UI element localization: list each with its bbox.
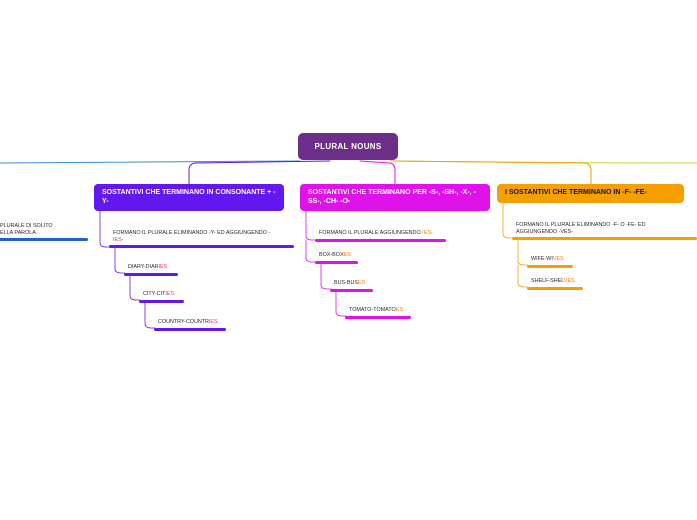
connector-b3-ex2 [517,264,529,288]
branch1-example-city-base: CITY-CIT [143,291,166,297]
branch2-rule-suffix: -ES- [422,230,433,236]
branch2-example-box-suffix: ES [343,252,351,258]
branch-s-sh-x-ss-ch-o[interactable]: SOSTANTIVI CHE TERMINANO PER -S-, -SH-, … [300,184,490,211]
branch2-example-box[interactable]: BOX-BOXES [315,252,358,264]
branch2-example-bus-underline [330,288,373,292]
connector-b2-ex2 [320,262,332,290]
branch3-rule-line2: AGGIUNGENDO -VES- [516,228,573,235]
connector-b3-rule [502,202,514,239]
branch3-example-shelf-suffix: VES [563,278,575,284]
branch-f-fe[interactable]: I SOSTANTIVI CHE TERMINANO IN -F- -FE- [497,184,684,203]
branch2-rule-text: FORMANO IL PLURALE AGGIUNGENDO [319,230,423,236]
branch1-example-diary-underline [124,272,178,276]
branch1-example-country-base: COUNTRY-COUNTR [158,319,209,325]
branch1-example-diary-base: DIARY-DIAR [128,264,159,270]
branch1-example-city-underline [139,299,184,303]
root-node-plural-nouns[interactable]: PLURAL NOUNS [298,133,398,160]
branch2-example-bus-suffix: ES [357,280,366,286]
connector-root-branch3 [389,160,592,185]
branch-consonante-y[interactable]: SOSTANTIVI CHE TERMINANO IN CONSONANTE +… [94,184,284,211]
leaf-left-underline [0,238,88,241]
branch3-example-wife[interactable]: WIFE-WIVES [527,256,573,268]
branch1-example-diary[interactable]: DIARY-DIARIES [124,264,178,276]
connector-b1-rule [99,210,111,248]
branch1-example-country[interactable]: COUNTRY-COUNTRIES [154,319,226,331]
branch2-example-bus[interactable]: BUS-BUSES [330,280,373,292]
connector-root-branch1 [188,160,331,185]
branch2-example-box-base: BOX-BOX [319,252,344,258]
branch2-example-tomato-base: TOMATO-TOMATO [349,307,396,313]
leaf-left-rule[interactable]: PLURALE DI SOLITO ELLA PAROLA [0,223,88,241]
branch1-rule-suffix: IES- [113,236,124,243]
branch3-example-wife-underline [527,264,573,268]
branch1-example-country-underline [154,327,226,331]
branch2-example-tomato-suffix: ES [395,307,403,313]
branch3-example-wife-base: WIFE-WI [531,256,553,262]
branch2-title: SOSTANTIVI CHE TERMINANO PER -S-, -SH-, … [308,189,476,205]
branch3-rule-underline [512,237,697,240]
branch1-example-country-suffix: IES [208,319,218,325]
connector-b2-rule [305,210,317,241]
branch3-rule-line1: FORMANO IL PLURALE ELIMINANDO -F- O -FE-… [516,222,646,228]
leaf-left-line2: ELLA PAROLA [0,229,36,236]
branch2-example-tomato[interactable]: TOMATO-TOMATOES [345,307,411,319]
branch2-example-bus-base: BUS-BUS [334,280,358,286]
connector-b1-ex3 [144,300,156,329]
connector-b1-ex1 [114,247,126,274]
root-title: PLURAL NOUNS [314,142,382,151]
branch3-example-shelf[interactable]: SHELF-SHELVES [527,278,583,290]
branch3-example-wife-suffix: VES [552,256,564,262]
connector-root-left [0,160,301,164]
branch3-title: I SOSTANTIVI CHE TERMINANO IN -F- -FE- [505,189,647,197]
branch3-example-shelf-underline [527,286,583,290]
branch2-rule[interactable]: FORMANO IL PLURALE AGGIUNGENDO -ES- [315,230,446,242]
connector-b1-ex2 [129,273,141,301]
leaf-left-line1: PLURALE DI SOLITO [0,223,53,229]
branch3-example-shelf-base: SHELF-SHEL [531,278,564,284]
connector-root-branch2 [359,160,396,185]
branch2-example-box-underline [315,260,358,264]
branch1-example-city-suffix: IES [165,291,174,297]
branch2-rule-underline [315,238,446,242]
branch1-rule-text: FORMANO IL PLURALE ELIMINANDO -Y- ED AGG… [113,230,271,236]
connector-b3-ex1 [517,238,529,266]
branch1-rule[interactable]: FORMANO IL PLURALE ELIMINANDO -Y- ED AGG… [109,230,294,248]
connector-b2-ex1 [305,239,317,263]
connector-b2-ex3 [335,289,347,317]
branch1-rule-underline [109,245,294,248]
branch3-rule[interactable]: FORMANO IL PLURALE ELIMINANDO -F- O -FE-… [512,222,697,240]
branch2-example-tomato-underline [345,315,411,319]
branch1-title: SOSTANTIVI CHE TERMINANO IN CONSONANTE +… [102,189,276,205]
branch1-example-city[interactable]: CITY-CITIES [139,291,184,303]
branch1-example-diary-suffix: IES [158,264,168,270]
